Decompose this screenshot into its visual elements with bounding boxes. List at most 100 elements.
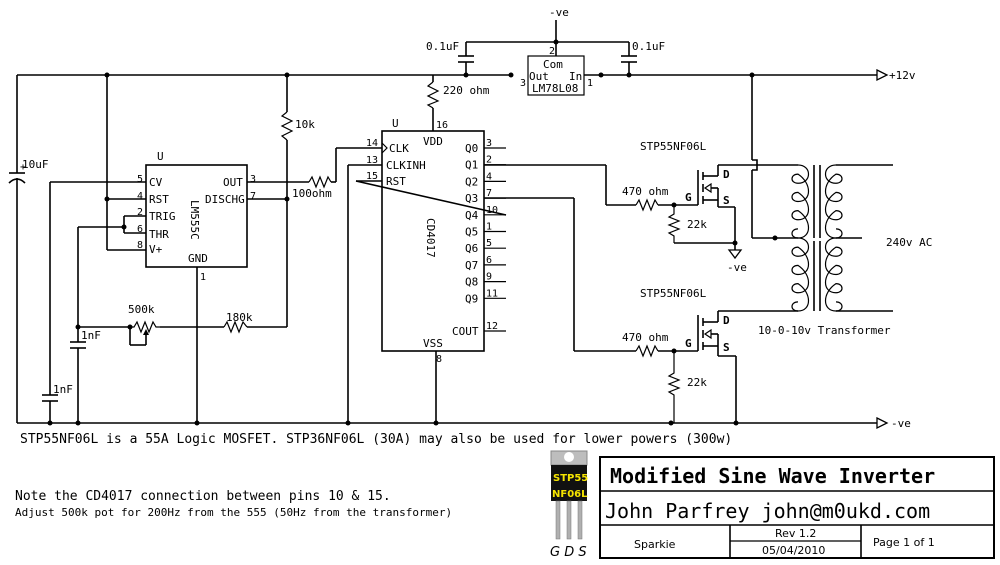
svg-text:S: S xyxy=(723,341,730,354)
pot-note: Adjust 500k pot for 200Hz from the 555 (… xyxy=(15,506,452,519)
regulator: -ve 0.1uF 0.1uF Com Out In LM78L08 2 3 1 xyxy=(426,6,665,96)
svg-text:In: In xyxy=(569,70,582,83)
svg-text:RST: RST xyxy=(386,175,406,188)
cd4017-ref: U xyxy=(392,117,399,130)
svg-text:THR: THR xyxy=(149,228,169,241)
cd4017-pin-label: Q1 xyxy=(465,159,478,172)
reg-cap-left-label: 0.1uF xyxy=(426,40,459,53)
svg-text:CV: CV xyxy=(149,176,163,189)
regulator-name: LM78L08 xyxy=(532,82,578,95)
cd4017-pin-label: COUT xyxy=(452,325,479,338)
transformer-coil xyxy=(824,237,843,312)
lm555-ref: U xyxy=(157,150,164,163)
svg-text:470 ohm: 470 ohm xyxy=(622,331,669,344)
package-label-1: STP55 xyxy=(553,473,588,484)
plus12-label: +12v xyxy=(889,69,916,82)
lm555-name: LM555C xyxy=(188,200,201,240)
svg-text:2: 2 xyxy=(549,46,555,57)
svg-text:1: 1 xyxy=(200,272,206,283)
title-block: Modified Sine Wave Inverter John Parfrey… xyxy=(599,456,995,559)
cd4017-pin-label: Q9 xyxy=(465,292,478,305)
mosfet1-name: STP55NF06L xyxy=(640,140,707,153)
transformer-coil xyxy=(824,164,843,239)
plus12-arrow-icon xyxy=(876,68,889,82)
svg-text:VSS: VSS xyxy=(423,337,443,350)
cd4017-pin-label: Q5 xyxy=(465,226,478,239)
cd4017-pin-number: 9 xyxy=(486,272,492,283)
to220-package-image: STP55 NF06L G D S xyxy=(550,450,588,560)
svg-text:D: D xyxy=(723,314,730,327)
mosfet2-name: STP55NF06L xyxy=(640,287,707,300)
cd4017-pin-label: Q3 xyxy=(465,192,478,205)
svg-text:13: 13 xyxy=(366,155,378,166)
svg-text:Com: Com xyxy=(543,58,563,71)
cap-10uF-label: 10uF xyxy=(22,158,49,171)
svg-text:S: S xyxy=(723,194,730,207)
cd4017-pin-number: 6 xyxy=(486,255,492,266)
cd4017-note: Note the CD4017 connection between pins … xyxy=(15,489,391,504)
plus12-rail: +12v xyxy=(17,68,916,82)
drawing-author: John Parfrey john@m0ukd.com xyxy=(605,499,930,523)
cd4017-pin-label: Q0 xyxy=(465,142,478,155)
cd4017-pin-number: 3 xyxy=(486,138,492,149)
cd4017-pin-number: 1 xyxy=(486,222,492,233)
minus-rail: -ve xyxy=(17,416,911,430)
reg-cap-right-label: 0.1uF xyxy=(632,40,665,53)
ac-output-label: 240v AC xyxy=(886,236,932,249)
drawing-date: 05/04/2010 xyxy=(762,544,825,557)
transformer-label: 10-0-10v Transformer xyxy=(758,324,891,337)
minus-arrow-icon xyxy=(876,416,889,430)
svg-text:TRIG: TRIG xyxy=(149,210,176,223)
svg-text:D: D xyxy=(723,168,730,181)
svg-text:DISCHG: DISCHG xyxy=(205,193,245,206)
cd4017-pin-number: 10 xyxy=(486,205,498,216)
svg-text:8: 8 xyxy=(137,240,143,251)
cap-1nF-b-label: 1nF xyxy=(53,383,73,396)
r-100ohm-label: 100ohm xyxy=(292,187,332,200)
svg-text:G: G xyxy=(685,337,692,350)
svg-text:CLKINH: CLKINH xyxy=(386,159,426,172)
svg-text:Out: Out xyxy=(529,70,549,83)
drawing-page: Page 1 of 1 xyxy=(873,536,935,549)
mosfet-note: STP55NF06L is a 55A Logic MOSFET. STP36N… xyxy=(20,432,732,447)
cd4017-pin-number: 5 xyxy=(486,238,492,249)
svg-text:RST: RST xyxy=(149,193,169,206)
package-label-2: NF06L xyxy=(552,489,588,500)
cap-1nF-a-label: 1nF xyxy=(81,329,101,342)
svg-text:6: 6 xyxy=(137,224,143,235)
r-10k-label: 10k xyxy=(295,118,315,131)
svg-text:3: 3 xyxy=(250,174,256,185)
svg-text:1: 1 xyxy=(587,78,593,89)
svg-text:8: 8 xyxy=(436,354,442,365)
cd4017-wiring xyxy=(347,164,636,423)
drawing-title: Modified Sine Wave Inverter xyxy=(610,464,935,488)
lm555-chip: U LM555C CV 5 RST 4 TRIG 2 THR 6 V+ 8 OU… xyxy=(137,150,256,283)
cd4017-pin-number: 11 xyxy=(486,288,498,299)
cap-10uF: + 10uF xyxy=(8,75,49,423)
r-180k-label: 180k xyxy=(226,311,253,324)
svg-text:VDD: VDD xyxy=(423,135,443,148)
svg-text:2: 2 xyxy=(137,207,143,218)
svg-text:22k: 22k xyxy=(687,218,707,231)
drawing-revision: Rev 1.2 xyxy=(775,527,816,540)
transformer-coil xyxy=(791,237,810,312)
minus-mosfet1-label: -ve xyxy=(727,261,747,274)
cd4017-name: CD4017 xyxy=(424,218,437,258)
mosfet-1: STP55NF06L 470 ohm G 22k D S -ve xyxy=(622,140,752,274)
svg-text:GND: GND xyxy=(188,252,208,265)
transformer: 240v AC 10-0-10v Transformer xyxy=(751,75,932,337)
cd4017-chip: 220 ohm U VDD 16 VSS 8 CD4017 CLK 14 CLK… xyxy=(366,75,506,365)
transformer-coil xyxy=(791,164,810,239)
cd4017-pin-label: Q4 xyxy=(465,209,479,222)
drawing-company: Sparkie xyxy=(634,538,676,551)
svg-text:CLK: CLK xyxy=(389,142,409,155)
minus-right-label: -ve xyxy=(891,417,911,430)
cd4017-pin-label: Q8 xyxy=(465,276,478,289)
minus-top-label: -ve xyxy=(549,6,569,19)
svg-text:16: 16 xyxy=(436,120,448,131)
svg-text:22k: 22k xyxy=(687,376,707,389)
svg-text:3: 3 xyxy=(520,78,526,89)
svg-text:14: 14 xyxy=(366,138,378,149)
ground-icon xyxy=(727,249,743,260)
